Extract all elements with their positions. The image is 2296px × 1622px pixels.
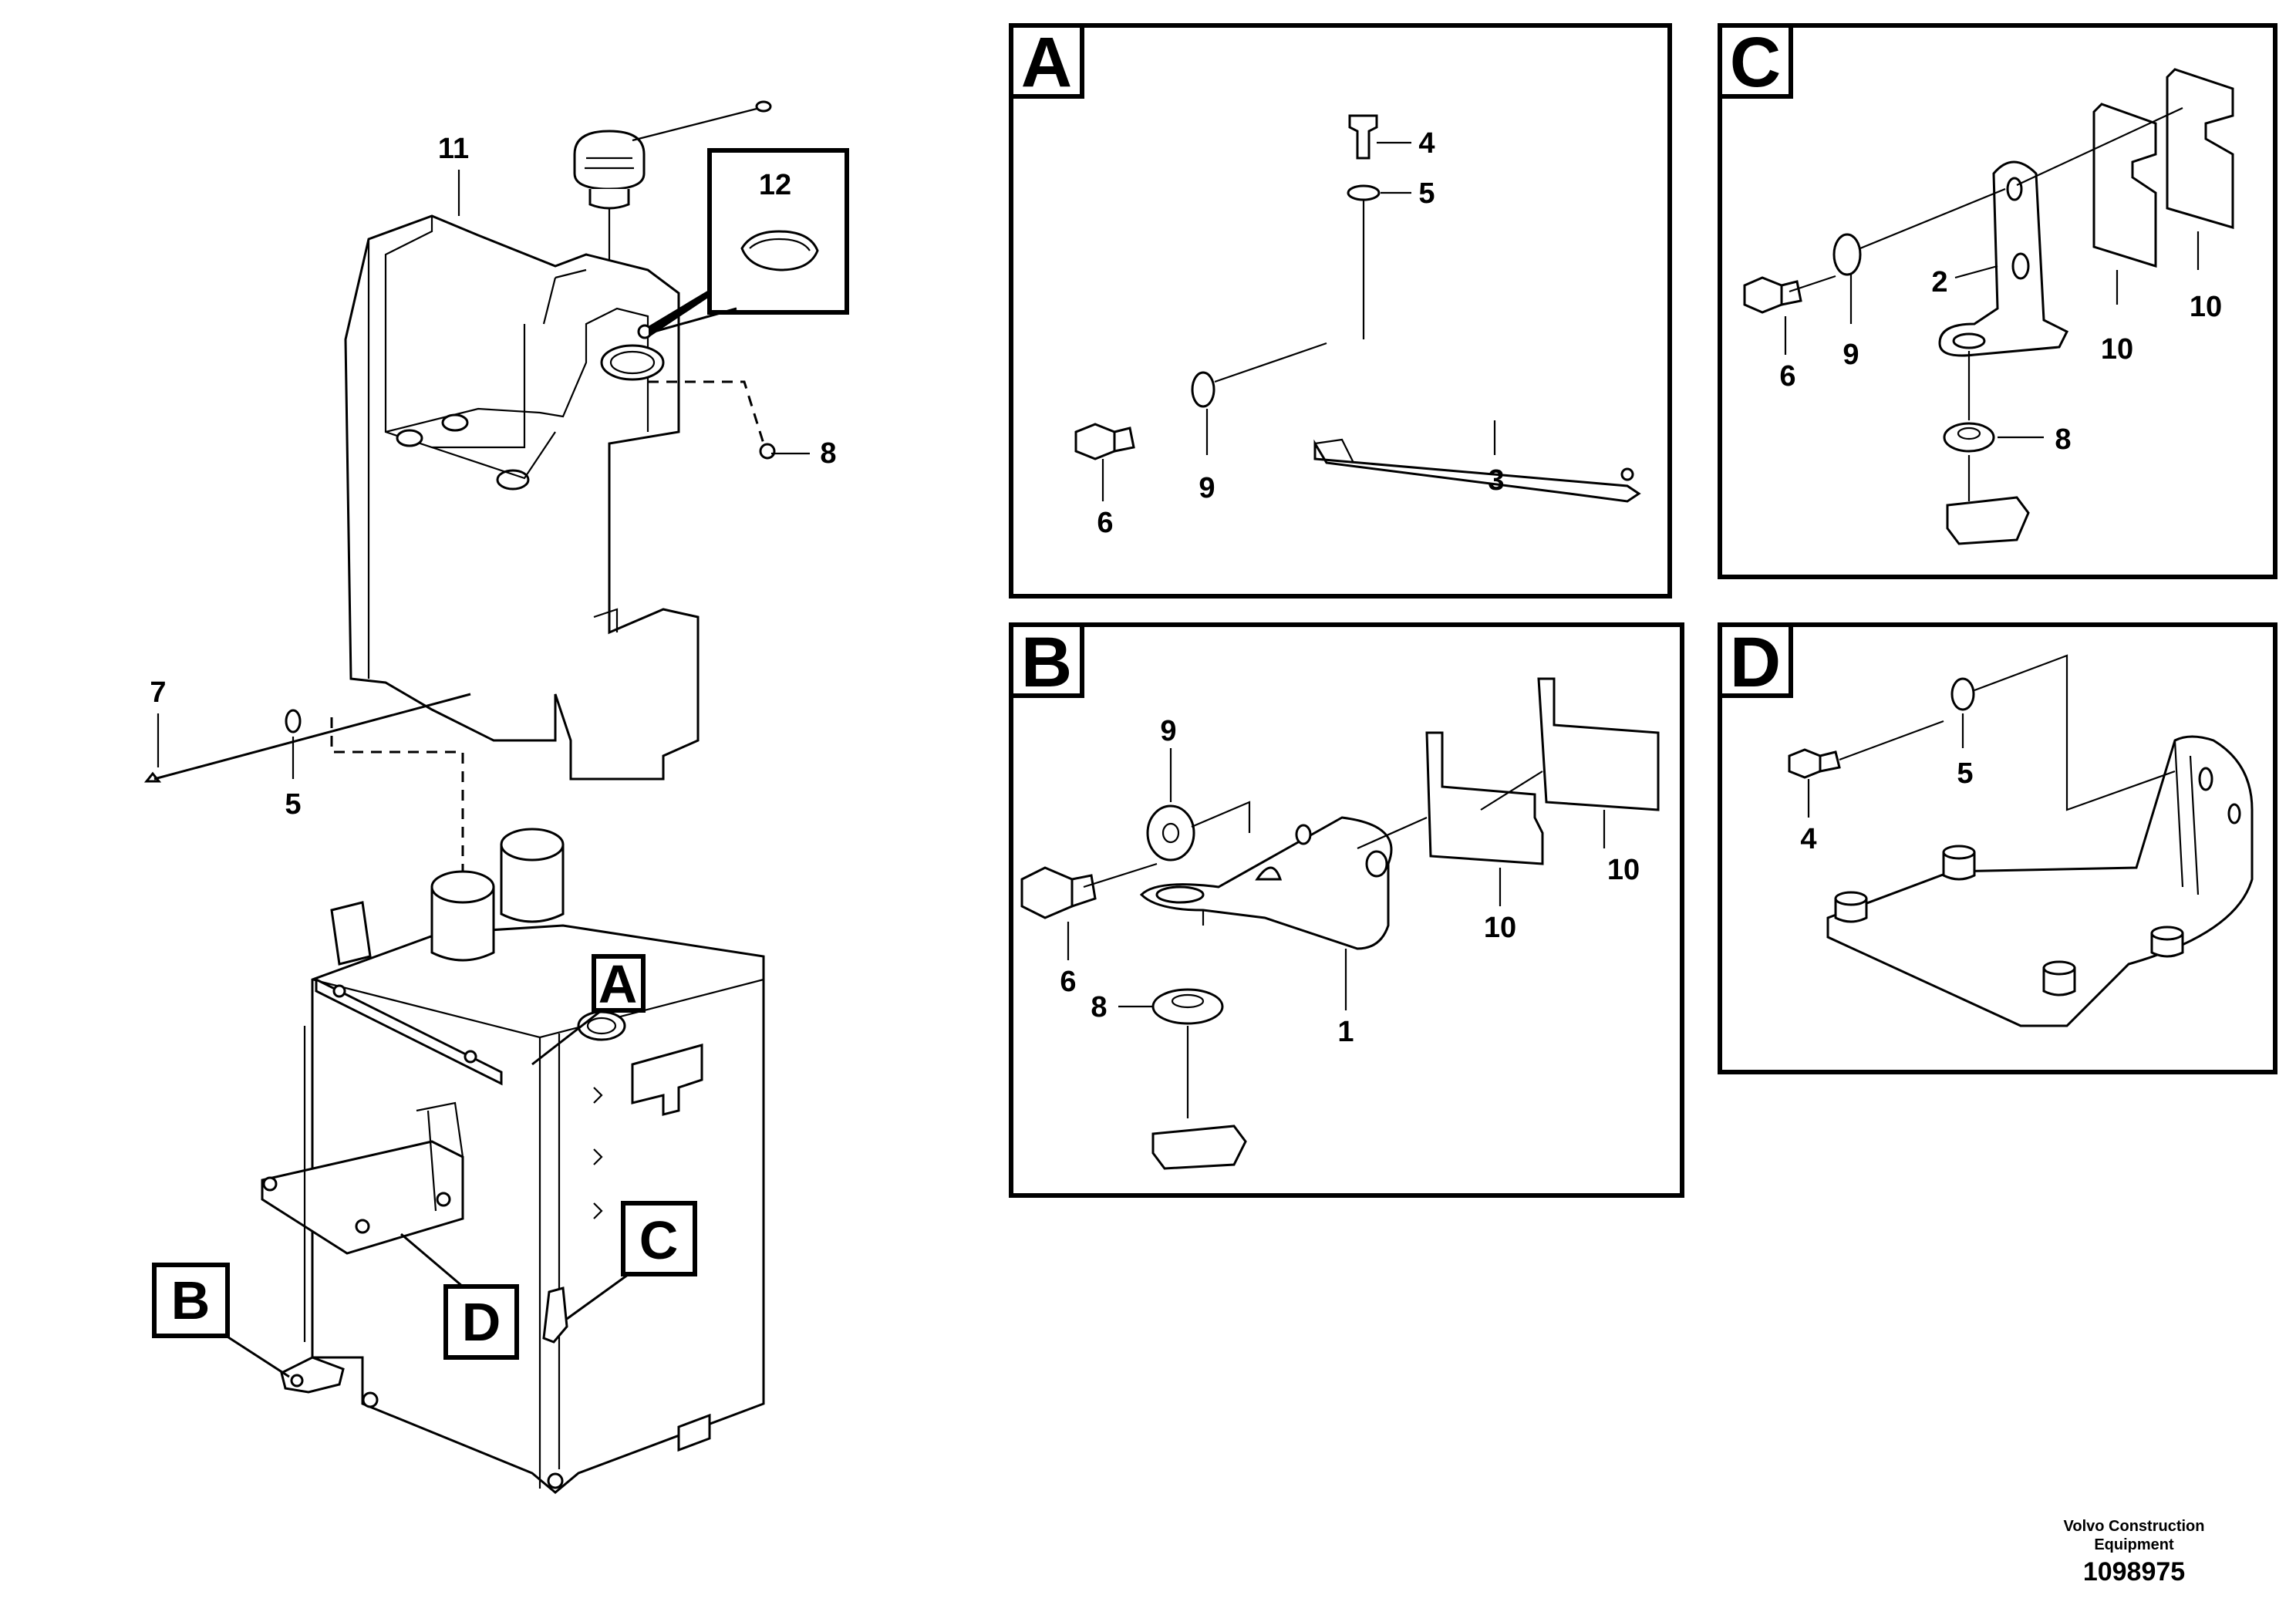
callout-8-b: 8	[1091, 991, 1107, 1023]
detail-title-c: C	[1730, 23, 1781, 102]
detail-d	[1718, 622, 2277, 1074]
callout-5-main: 5	[285, 788, 301, 821]
callout-6-b: 6	[1060, 966, 1076, 998]
callout-3: 3	[1488, 464, 1504, 497]
callout-10-c-right: 10	[2190, 291, 2222, 323]
detail-title-b: B	[1021, 623, 1072, 702]
pointer-label-b: B	[171, 1270, 211, 1330]
company-name-line1: Volvo Construction	[2063, 1518, 2205, 1535]
callout-5-a: 5	[1418, 177, 1435, 210]
callout-1: 1	[1337, 1016, 1354, 1048]
callout-10-b-left: 10	[1484, 912, 1516, 944]
callout-10-c-left: 10	[2101, 333, 2133, 366]
detail-b	[1009, 622, 1684, 1198]
callout-9-b: 9	[1160, 715, 1176, 747]
callout-labels: 11 12 8 7 5 A B C D A 4 5 3 9 6 B 9 6 8 …	[150, 23, 2222, 1352]
callout-7: 7	[150, 676, 166, 709]
drawing-title-block: Volvo Construction Equipment 1098975	[2041, 1517, 2227, 1587]
tank-cover	[344, 214, 700, 781]
callout-9-c: 9	[1843, 339, 1859, 371]
detail-a	[1009, 23, 1672, 599]
main-exploded-view	[143, 100, 849, 1494]
callout-6-c: 6	[1779, 360, 1795, 393]
callout-9-a: 9	[1199, 472, 1215, 504]
pointer-label-c: C	[639, 1210, 679, 1270]
callout-2: 2	[1931, 266, 1947, 298]
detail-title-d: D	[1730, 623, 1781, 702]
detail-title-a: A	[1021, 23, 1072, 102]
callout-11: 11	[438, 133, 469, 165]
company-name-line2: Equipment	[2094, 1536, 2174, 1553]
drawing-number: 1098975	[2082, 1557, 2186, 1587]
callout-4-d: 4	[1800, 823, 1816, 855]
filler-cap	[573, 100, 772, 309]
detail-12-box	[649, 148, 849, 338]
pointer-label-a: A	[598, 954, 638, 1014]
callout-6-a: 6	[1097, 507, 1113, 539]
pointer-label-d: D	[462, 1292, 501, 1352]
callout-12: 12	[759, 169, 791, 201]
fastener-8-top	[759, 443, 810, 460]
detail-c	[1718, 23, 2277, 579]
bolt-7-washer-5	[143, 693, 471, 896]
callout-10-b-right: 10	[1607, 854, 1640, 886]
hydraulic-tank	[261, 828, 765, 1494]
callout-8-main: 8	[820, 437, 836, 470]
callout-5-d: 5	[1957, 757, 1973, 790]
callout-8-c: 8	[2055, 423, 2071, 456]
callout-4-a: 4	[1418, 127, 1435, 160]
detail-pointers	[152, 954, 697, 1378]
